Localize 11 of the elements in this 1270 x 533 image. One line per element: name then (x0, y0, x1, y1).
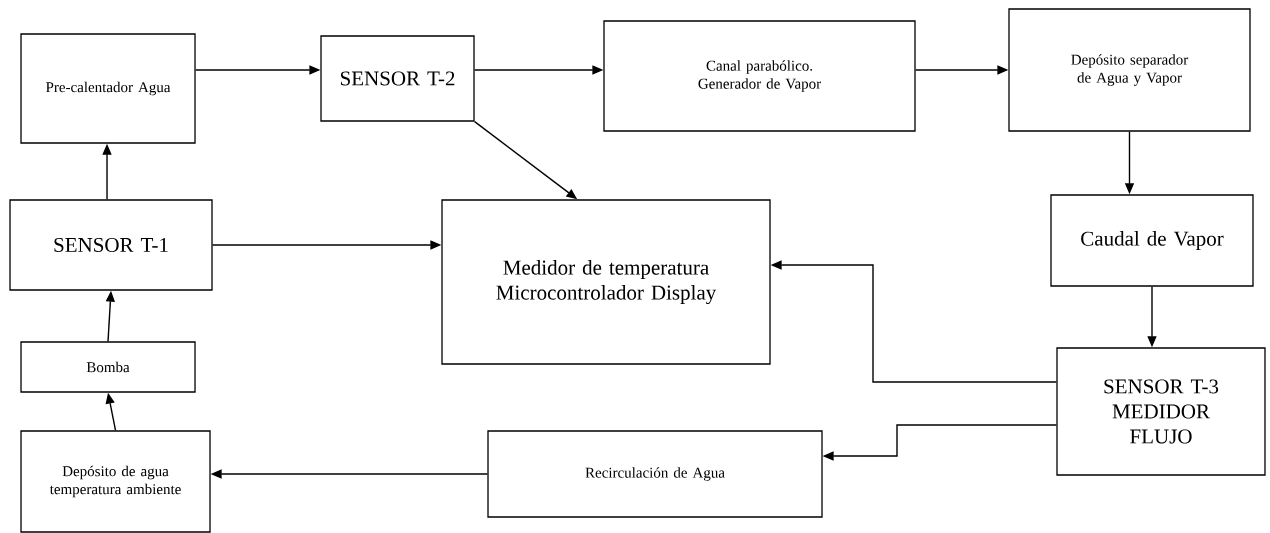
process-box: Medidor de temperatura Microcontrolador Display (441, 199, 771, 365)
process-box: Caudal de Vapor (1050, 194, 1254, 287)
process-box: Depósito de agua temperatura ambiente (20, 430, 211, 533)
process-box: Recirculación de Agua (487, 430, 823, 518)
process-box: Depósito separador de Agua y Vapor (1008, 8, 1251, 132)
process-box: SENSOR T-1 (9, 199, 213, 291)
process-box: Canal parabólico. Generador de Vapor (603, 20, 916, 132)
process-box: Pre-calentador Agua (20, 33, 196, 144)
process-box: SENSOR T-2 (320, 35, 475, 122)
process-box: Bomba (20, 341, 196, 393)
process-box: SENSOR T-3 MEDIDOR FLUJO (1056, 347, 1266, 476)
